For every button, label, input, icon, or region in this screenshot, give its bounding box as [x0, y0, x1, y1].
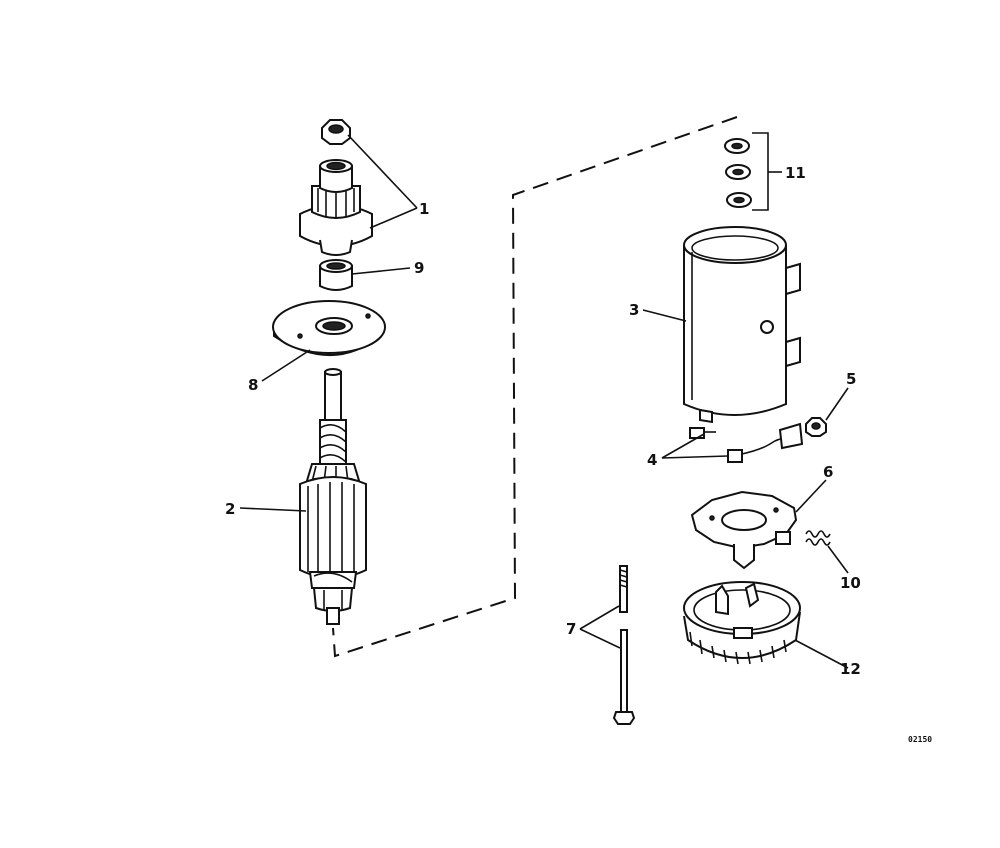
- part-7-through-bolts: [612, 565, 636, 725]
- part-6-brush-plate: [690, 490, 798, 570]
- callout-12: 12: [840, 660, 861, 678]
- part-8-plate: [272, 300, 386, 356]
- callout-4: 4: [647, 451, 657, 469]
- part-1-nut: [321, 119, 351, 145]
- callout-7: 7: [566, 620, 576, 638]
- part-9-spacer: [319, 259, 353, 291]
- callout-10: 10: [840, 574, 861, 592]
- part-1-drive-pinion: [299, 159, 373, 256]
- assembly-guide-line: [332, 116, 738, 658]
- callout-2: 2: [225, 500, 235, 518]
- part-2-armature: [299, 368, 367, 625]
- part-4-brushes: [689, 422, 804, 463]
- part-5-nut: [805, 417, 827, 437]
- callout-8: 8: [248, 376, 258, 394]
- callout-11: 11: [785, 164, 806, 182]
- part-10-springs: [805, 530, 831, 546]
- callout-6: 6: [823, 463, 833, 481]
- part-3-frame: [683, 226, 801, 424]
- leader-lines: [239, 132, 849, 669]
- callout-5: 5: [846, 370, 856, 388]
- callout-1: 1: [419, 200, 429, 218]
- part-11-washers: [724, 138, 752, 208]
- callout-9: 9: [414, 259, 424, 277]
- part-12-end-head: [683, 581, 801, 665]
- drawing-code: 02150: [908, 735, 932, 744]
- callout-3: 3: [629, 301, 639, 319]
